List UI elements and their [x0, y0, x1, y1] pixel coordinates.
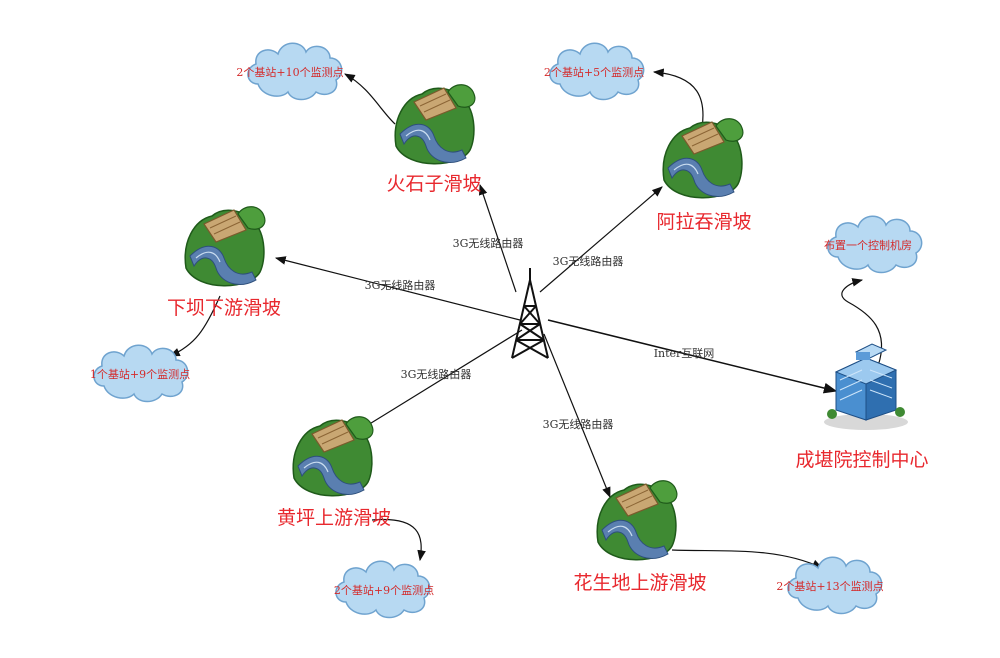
link-huoshizi [479, 183, 517, 293]
site-label-huashengdi: 花生地上游滑坡 [573, 572, 706, 594]
site-label-huangping: 黄坪上游滑坡 [277, 507, 391, 529]
link-label-internet: Inter互联网 [654, 347, 715, 360]
link-label-xiaba: 3G无线路由器 [365, 278, 436, 292]
site-label-alatun: 阿拉吞滑坡 [656, 211, 751, 233]
site-huoshizi: 火石子滑坡 [386, 83, 482, 195]
cloud-xiaba: 1个基站+9个监测点 [90, 344, 190, 403]
landslide-icon [292, 415, 374, 497]
link-label-alatun: 3G无线路由器 [553, 254, 624, 268]
landslide-icon [596, 479, 678, 561]
connections [169, 68, 883, 569]
cloud-huashengdi: 2个基站+13个监测点 [776, 556, 884, 615]
cloud-label-control-room: 布置一个控制机房 [824, 238, 912, 252]
radio-tower-icon [511, 268, 549, 359]
landslide-icon [394, 83, 476, 165]
cloud-control-room: 布置一个控制机房 [824, 215, 923, 274]
landslide-icon [184, 205, 266, 287]
site-label-xiaba: 下坝下游滑坡 [167, 297, 281, 319]
control-center-label: 成堪院控制中心 [795, 449, 928, 471]
cloud-huoshizi: 2个基站+10个监测点 [236, 42, 344, 101]
curve-alatun [652, 68, 704, 129]
site-xiaba: 下坝下游滑坡 [167, 205, 281, 319]
site-label-huoshizi: 火石子滑坡 [386, 173, 481, 195]
link-label-huangping: 3G无线路由器 [401, 367, 472, 381]
link-huashengdi [543, 333, 611, 499]
cloud-label-huoshizi: 2个基站+10个监测点 [236, 65, 343, 79]
link-alatun [539, 186, 663, 293]
link-huangping [349, 329, 523, 437]
site-alatun: 阿拉吞滑坡 [656, 117, 752, 233]
cloud-label-alatun: 2个基站+5个监测点 [544, 65, 644, 79]
curve-huangping [371, 518, 426, 562]
link-label-huoshizi: 3G无线路由器 [453, 236, 524, 250]
curve-huoshizi [344, 73, 396, 125]
cloud-huangping: 2个基站+9个监测点 [334, 560, 434, 619]
site-huangping: 黄坪上游滑坡 [277, 415, 391, 529]
cloud-label-xiaba: 1个基站+9个监测点 [90, 367, 190, 381]
curve-control [841, 278, 883, 367]
building-icon [824, 343, 908, 430]
link-internet [547, 319, 838, 394]
curve-xiaba [169, 295, 221, 357]
link-xiaba [274, 256, 521, 321]
cloud-label-huangping: 2个基站+9个监测点 [334, 583, 434, 597]
cloud-label-huashengdi: 2个基站+13个监测点 [776, 579, 883, 593]
cloud-alatun: 2个基站+5个监测点 [544, 42, 645, 101]
site-huashengdi: 花生地上游滑坡 [573, 479, 707, 594]
link-label-huashengdi: 3G无线路由器 [543, 417, 614, 431]
landslide-icon [662, 117, 744, 199]
curve-huashengdi [671, 549, 823, 569]
